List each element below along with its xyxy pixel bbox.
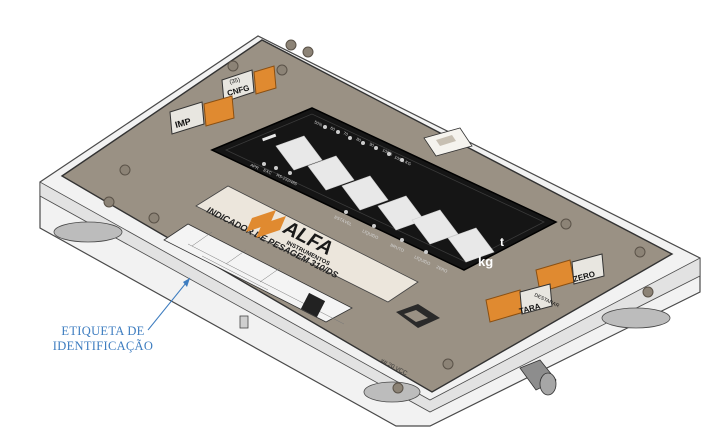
svg-text:100%: 100% (382, 147, 394, 156)
cable-connector (519, 359, 557, 396)
qr-code (396, 304, 440, 328)
callout-line-2: IDENTIFICAÇÃO (52, 339, 154, 353)
title-plate (195, 185, 419, 303)
svg-text:EXC: EXC (263, 167, 273, 175)
zero-button[interactable]: ZERO (535, 253, 605, 293)
approval-sticker (423, 127, 473, 157)
base-frame-edge (39, 181, 701, 413)
panel-screws (103, 39, 654, 394)
svg-text:APR: APR (250, 162, 260, 170)
svg-text:kg: kg (478, 254, 493, 269)
callout-leader (147, 277, 191, 331)
svg-text:ZERO: ZERO (436, 264, 449, 274)
screw-bottom (239, 315, 249, 329)
svg-text:60: 60 (330, 125, 337, 132)
callout-line-1: ETIQUETA DE (61, 324, 145, 338)
identification-label (163, 223, 353, 325)
cnfg-button[interactable]: (35) CNFG (221, 65, 277, 103)
svg-text:80: 80 (356, 136, 363, 143)
imp-button[interactable]: IMP (169, 95, 235, 135)
display-window-inner (225, 113, 545, 263)
svg-text:t: t (500, 235, 504, 249)
svg-text:BRUTO: BRUTO (390, 242, 406, 253)
svg-text:(35): (35) (229, 77, 241, 86)
tara-button[interactable]: TARA (485, 283, 553, 323)
svg-text:IMP: IMP (174, 116, 192, 130)
svg-text:70: 70 (343, 130, 350, 137)
digit-segments (275, 135, 495, 263)
callout-arrowhead (183, 278, 190, 287)
display-leds (262, 125, 428, 254)
base-feet (53, 221, 671, 403)
svg-text:50%: 50% (314, 119, 324, 127)
minus-segment (262, 133, 277, 142)
unit-labels: t kg (478, 235, 504, 269)
svg-text:90: 90 (369, 141, 376, 148)
callout-label: ETIQUETA DE IDENTIFICAÇÃO (38, 324, 168, 354)
